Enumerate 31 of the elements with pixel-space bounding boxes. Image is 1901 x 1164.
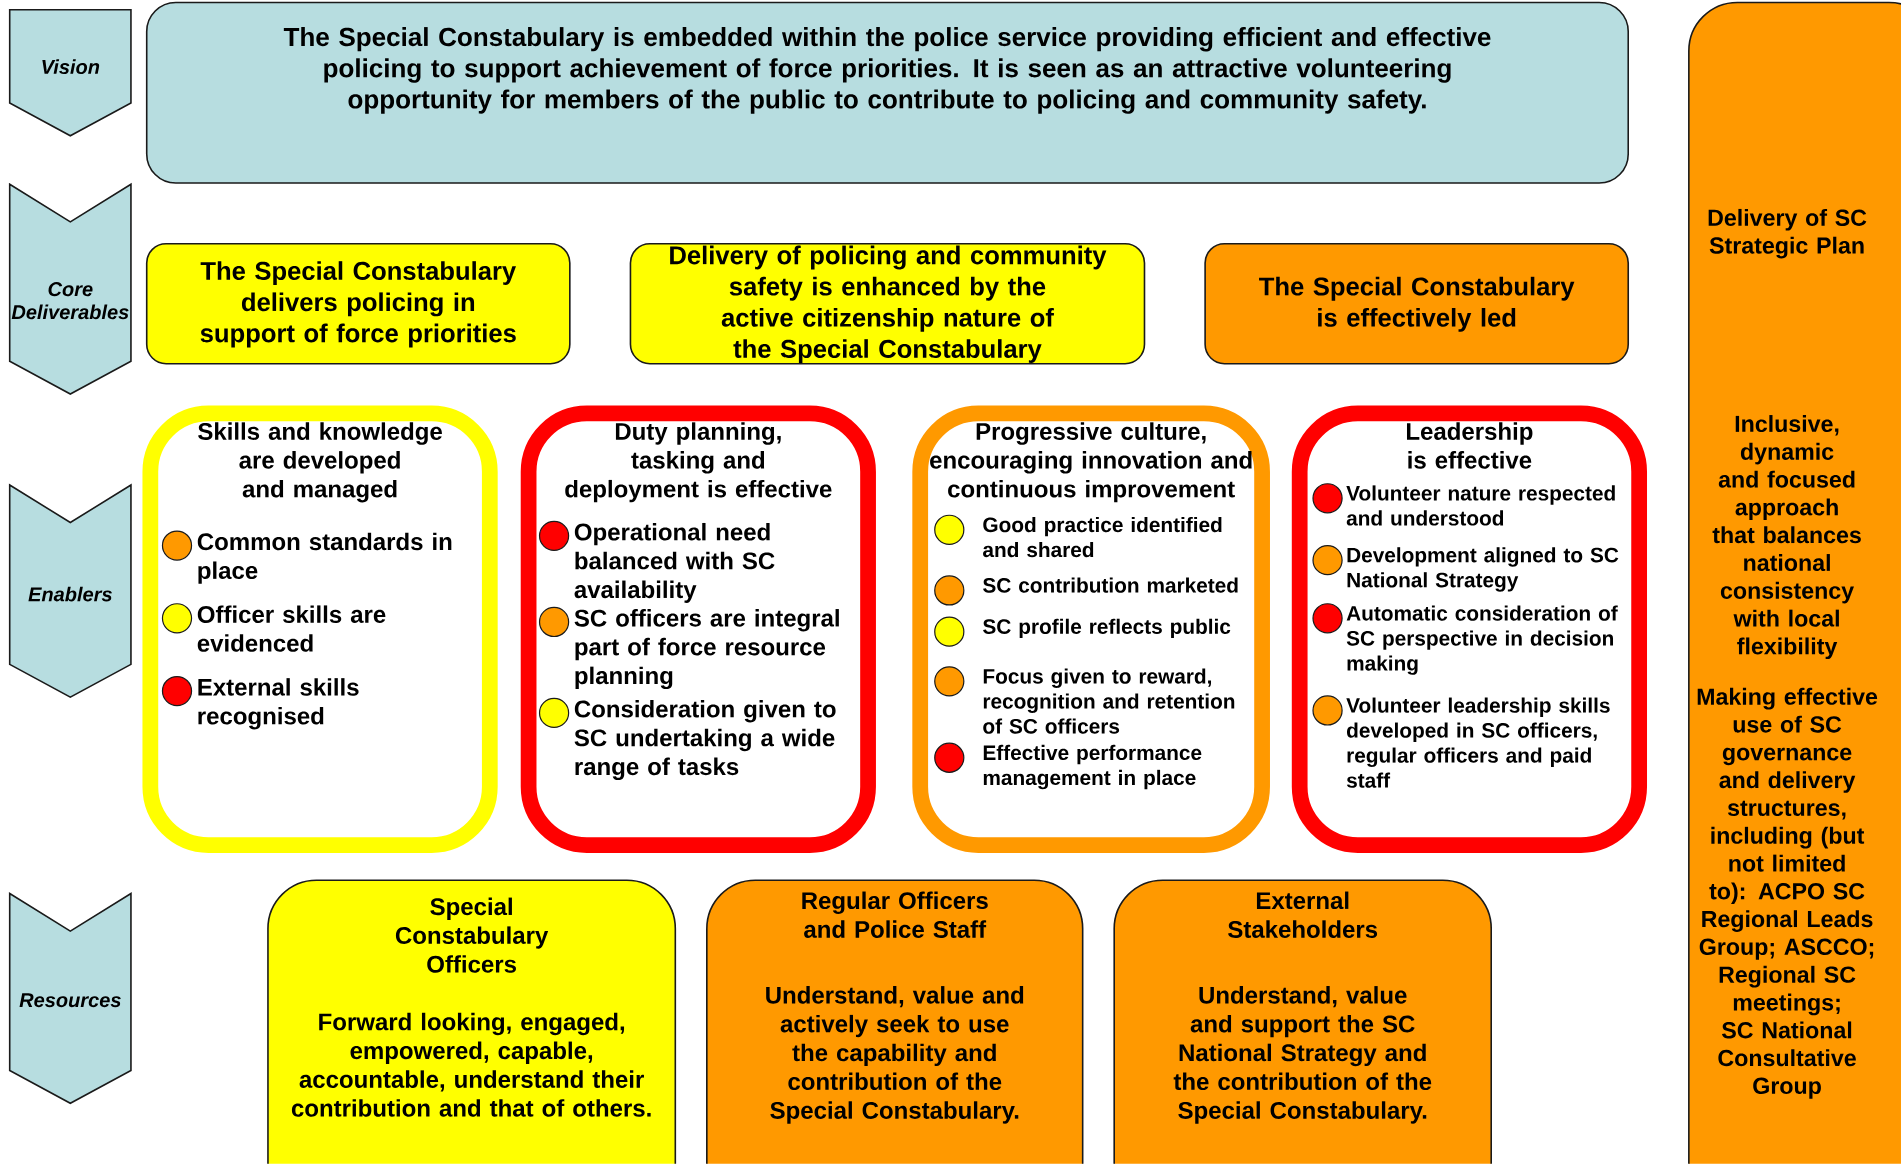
list-item: Common standards in place — [197, 532, 452, 584]
stage-banner: Enablers — [8, 483, 132, 699]
resource-box: Regular Officers and Police Staff Understand, value and actively seek to use the capability and contribution of the Special Constabulary. — [706, 879, 1084, 1164]
list-item: Consideration given to SC undertaking a wide range of tasks — [574, 700, 836, 781]
list-item: SC profile reflects public — [983, 618, 1231, 639]
list-item: Operational need balanced with SC availability — [574, 523, 775, 603]
list-item: Volunteer nature respected and understood — [1346, 485, 1615, 526]
list-item: Volunteer leadership skills developed in SC officers, regular officers and paid staff — [1346, 697, 1610, 788]
heading: Skills and knowledge are developed and managed — [198, 422, 442, 503]
deliverable-box: The Special Constabulary delivers policing in support of force priorities — [145, 242, 571, 365]
heading: Duty planning, tasking and deployment is effective — [565, 422, 832, 503]
list-item: Effective performance management in place — [983, 744, 1202, 790]
strategy-column: Delivery of SC Strategic Plan Inclusive, dynamic and focused approach that balances national consistency with local flexibility Making effective use of SC governance and delivery structures, including (but not limited to): ACPO SC Regional Leads Group; ASCCO; Regional SC meetings; SC National Consultative Group — [1688, 1, 1901, 1164]
list-item: SC contribution marketed — [983, 577, 1238, 593]
heading: Leadership is effective — [1407, 422, 1533, 469]
resource-box: Special Constabulary Officers Forward looking, engaged, empowered, capable, accountable, understand their contribution and that of others. — [267, 879, 677, 1164]
list-item: SC officers are integral part of force resource planning — [574, 609, 839, 690]
vision-box: The Special Constabulary is embedded within the police service providing efficient and effective policing to support achievement of force priorities. It is seen as an attractive volunteering opportunity for members of the public to contribute to policing and community safety. — [145, 1, 1630, 184]
stage-banner: Core Deliverables — [8, 182, 132, 395]
list-item: Officer skills are evidenced — [197, 605, 386, 652]
resource-box: External Stakeholders Understand, value and support the SC National Strategy and the contribution of the Special Constabulary. — [1113, 879, 1493, 1164]
list-item: Focus given to reward, recognition and retention of SC officers — [983, 668, 1235, 734]
list-item: Automatic consideration of SC perspective in decision making — [1346, 605, 1618, 675]
list-item: Development aligned to SC National Strategy — [1347, 547, 1619, 592]
stage-banner: Resources — [8, 892, 132, 1105]
stage-banner: Vision — [8, 8, 132, 137]
deliverable-box: The Special Constabulary is effectively led — [1204, 242, 1630, 365]
list-item: External skills recognised — [198, 678, 359, 730]
heading: Progressive culture, encouraging innovation and continuous improvement — [930, 422, 1252, 503]
deliverable-box: Delivery of policing and community safety is enhanced by the active citizenship nature of the Special Constabulary — [629, 242, 1146, 365]
list-item: Good practice identified and shared — [983, 516, 1222, 558]
